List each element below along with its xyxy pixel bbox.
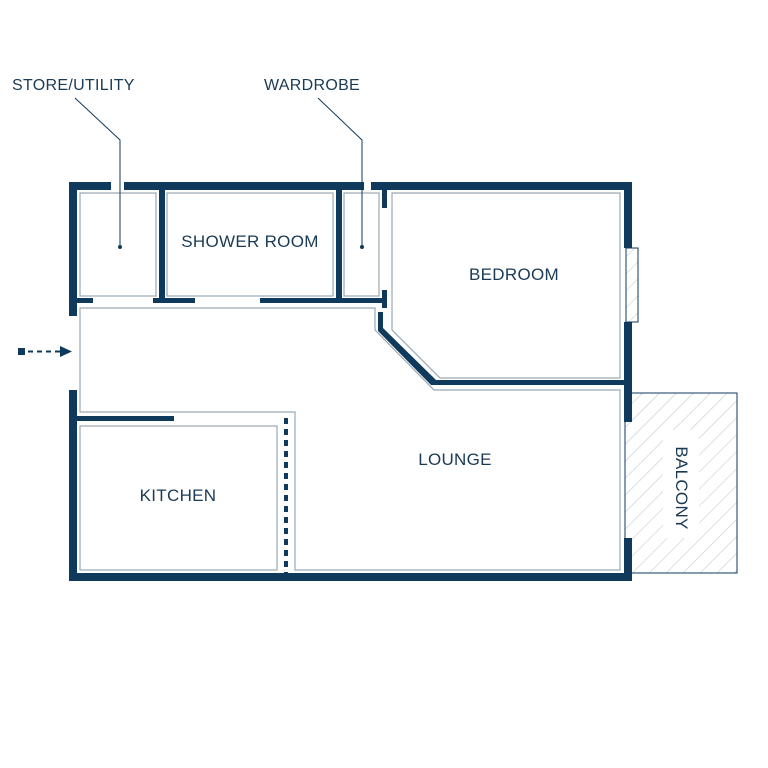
balcony-label: BALCONY xyxy=(672,446,691,529)
kitchen-label: KITCHEN xyxy=(140,486,217,505)
window-icon xyxy=(625,247,639,323)
room-outlines xyxy=(79,192,621,571)
wardrobe-leader xyxy=(317,97,364,249)
store-utility-label: STORE/UTILITY xyxy=(12,77,135,94)
wardrobe-label: WARDROBE xyxy=(264,77,360,94)
lounge-label: LOUNGE xyxy=(418,450,492,469)
balcony xyxy=(624,392,738,574)
shower-room-label: SHOWER ROOM xyxy=(181,232,318,251)
walls xyxy=(69,182,632,581)
entrance-arrow-icon xyxy=(18,346,72,357)
bedroom-label: BEDROOM xyxy=(469,265,559,284)
store-utility-leader xyxy=(74,97,122,249)
